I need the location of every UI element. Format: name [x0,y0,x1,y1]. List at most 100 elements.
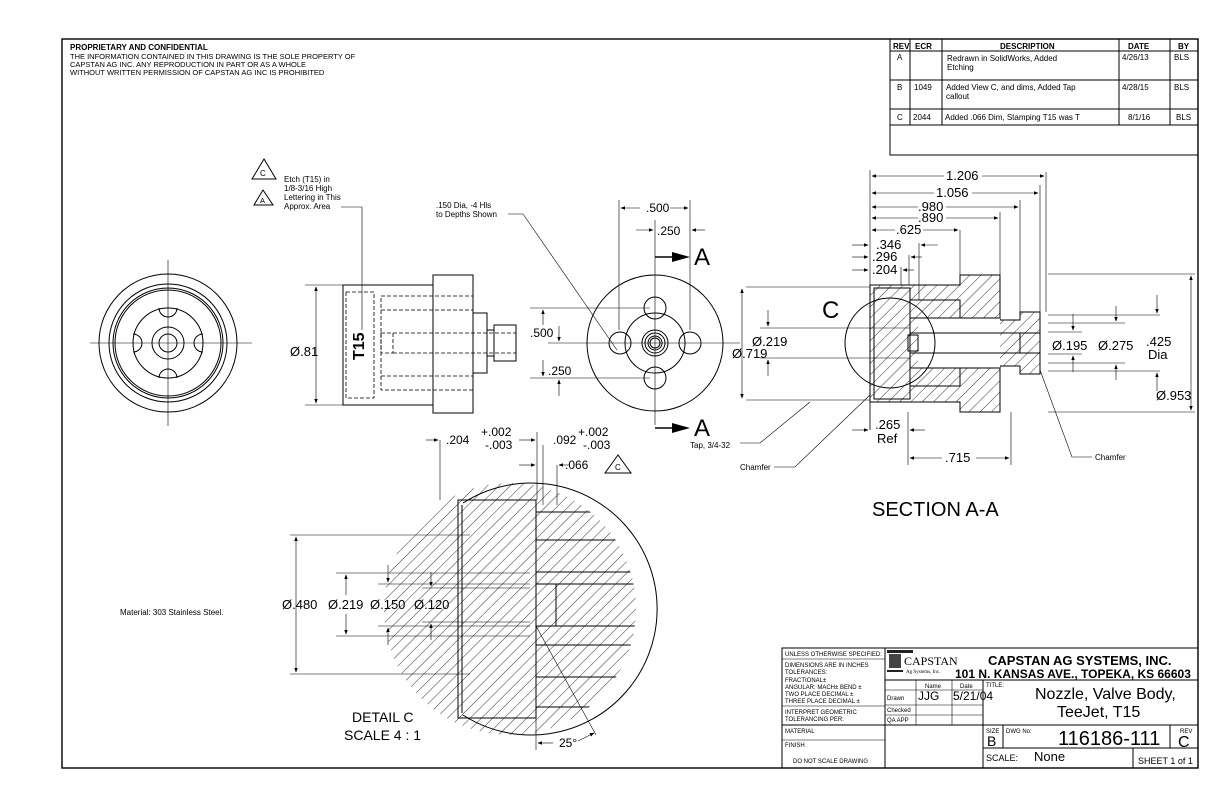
detail-rev-tag: C [615,463,621,472]
tb-checked-label: Checked [887,708,911,714]
tb-finish: FINISH [785,743,805,749]
desc-cell: Added .066 Dim, Stamping T15 was T [945,113,1080,122]
tb-dims-in: DIMENSIONS ARE IN INCHES [785,663,869,669]
dim-250-h: .250 [657,224,681,238]
ecr-header: ECR [915,42,932,51]
description-header: DESCRIPTION [1000,42,1055,51]
dia-275: Ø.275 [1098,338,1133,353]
ecr-cell: 2044 [913,113,931,122]
ref-265: .265 [875,417,900,432]
front-view: A A .500 .250 .500 .250 .150 Dia, -4 Hls… [436,200,871,472]
tb-tolerances: TOLERANCES: [785,670,828,676]
desc-cell: callout [946,92,970,101]
section-title: SECTION A-A [872,499,999,521]
detail-angle: 25° [559,736,577,750]
detail-dim-204: .204 [446,433,470,447]
dim-346: .346 [876,237,901,252]
detail-view: .204 +.002 -.003 .092 +.002 -.003 .066 C… [282,425,658,750]
tb-rev-label: REV [1180,729,1192,735]
detail-tol-plus: +.002 [578,425,609,439]
ref-label: Ref [877,431,898,446]
desc-cell: Added View C, and dims, Added Tap [946,83,1076,92]
revision-row: C 2044 Added .066 Dim, Stamping T15 was … [897,113,1191,122]
tb-size-label: SIZE [986,729,999,735]
revision-row: A Redrawn in SolidWorks, Added Etching 4… [897,53,1189,72]
detail-dia-219: Ø.219 [328,597,363,612]
detail-tol-plus: +.002 [481,425,512,439]
etch-note-line: 1/8-3/16 High [284,184,332,193]
tb-interpret: INTERPRET GEOMETRIC [785,710,858,716]
notice-line: WITHOUT WRITTEN PERMISSION OF CAPSTAN AG… [70,68,325,77]
tb-scale-label: SCALE: [986,753,1018,763]
detail-dia-480: Ø.480 [282,597,317,612]
date-cell: 8/1/16 [1128,113,1151,122]
tb-angular: ANGULAR: MACH± BEND ± [785,685,862,691]
desc-cell: Redrawn in SolidWorks, Added [947,54,1057,63]
dim-625: .625 [896,222,921,237]
holes-note-line: .150 Dia, -4 Hls [436,201,491,210]
tb-rev: C [1178,734,1190,751]
tap-note: Tap, 3/4-32 [690,441,731,450]
end-view [90,260,252,426]
by-header: BY [1178,42,1190,51]
tb-title-label: TITLE: [986,683,1004,689]
tb-unless: UNLESS OTHERWISE SPECIFIED: [785,652,882,658]
revision-row: B 1049 Added View C, and dims, Added Tap… [897,83,1189,101]
dia-425-suffix: Dia [1148,347,1168,362]
chamfer-note: Chamfer [740,463,771,472]
tb-title-line1: Nozzle, Valve Body, [1035,686,1176,703]
side-dia-dim: Ø.81 [290,344,318,359]
tb-fractional: FRACTIONAL± [785,678,827,684]
section-arrow-label: A [694,244,710,271]
detail-dia-120: Ø.120 [414,597,449,612]
tb-col-date: Date [960,684,973,690]
holes-note-line: to Depths Shown [436,210,497,219]
notice-heading: PROPRIETARY AND CONFIDENTIAL [70,43,208,52]
tb-interpret: TOLERANCING PER: [785,717,844,723]
section-arrow-label: A [694,415,710,442]
detail-dim-066: .066 [565,458,589,472]
proprietary-notice: PROPRIETARY AND CONFIDENTIAL THE INFORMA… [70,43,356,77]
detail-tol-minus: -.003 [485,438,513,452]
tb-drawn-label: Drawn [887,696,904,702]
tb-two-place: TWO PLACE DECIMAL ± [785,692,854,698]
dia-219: Ø.219 [752,334,787,349]
sheet-border [61,38,1199,769]
tb-dwg-no: 116186-111 [1058,728,1160,750]
etch-note-line: Lettering in This [284,193,341,202]
dim-715: .715 [945,450,970,465]
dia-719: Ø.719 [732,346,767,361]
dim-1056: 1.056 [936,185,969,200]
dim-1206: 1.206 [946,168,979,183]
dia-953: Ø.953 [1156,388,1191,403]
tb-address: 101 N. KANSAS AVE., TOPEKA, KS 66603 [955,667,1191,681]
etch-note-line: Etch (T15) in [284,175,330,184]
etch-note-line: Approx. Area [284,202,331,211]
by-cell: BLS [1174,83,1189,92]
title-block: UNLESS OTHERWISE SPECIFIED: DIMENSIONS A… [781,647,1199,769]
rev-a-tag: A [260,196,265,205]
tb-drawn-name: JJG [918,689,939,703]
rev-cell: B [897,83,902,92]
rev-cell: A [897,53,903,62]
by-cell: BLS [1176,113,1191,122]
tb-sheet: SHEET 1 of 1 [1138,756,1193,766]
tb-drawn-date: 5/21/04 [953,689,993,703]
tb-qa-label: QA APP [887,718,909,724]
dia-195: Ø.195 [1052,338,1087,353]
tb-title-line2: TeeJet, T15 [1057,704,1140,721]
tb-no-scale: DO NOT SCALE DRAWING [793,759,868,765]
section-view: C Ø.719 Ø.219 1.206 1.056 .980 .890 .625 [732,168,1195,521]
material-note: Material: 303 Stainless Steel. [120,608,224,617]
ecr-cell: 1049 [914,83,932,92]
detail-scale: SCALE 4 : 1 [344,727,421,743]
rev-header: REV [893,42,910,51]
tb-col-name: Name [925,684,942,690]
chamfer-note: Chamfer [1095,453,1126,462]
desc-cell: Etching [947,63,974,72]
dim-296: .296 [872,249,897,264]
tb-material: MATERIAL [785,729,815,735]
stamp-text: T15 [351,332,368,360]
dim-250-v: .250 [548,364,572,378]
etch-note: C A Etch (T15) in 1/8-3/16 High Letterin… [251,158,363,330]
